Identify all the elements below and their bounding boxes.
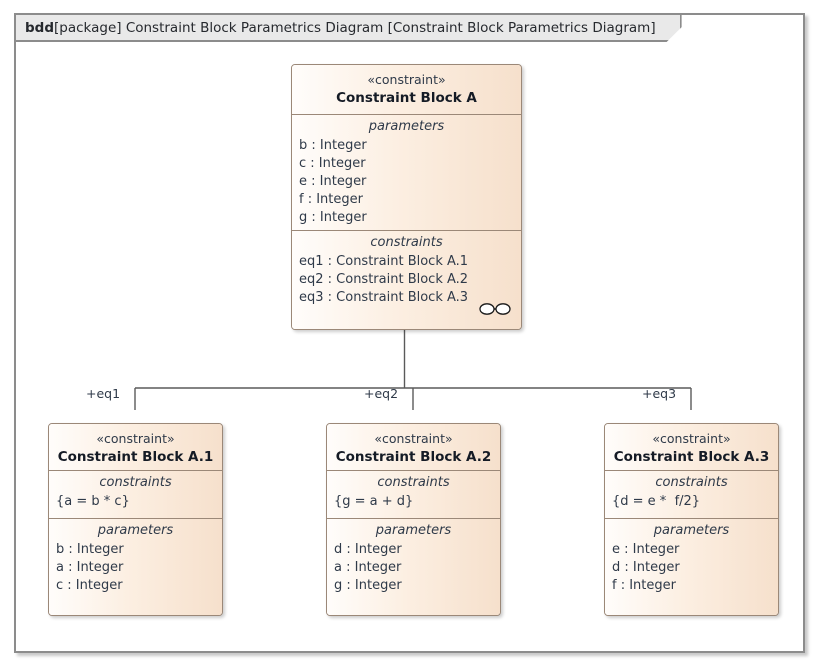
list-item: e : Integer [299, 174, 367, 190]
list-item: a : Integer [56, 560, 124, 576]
list-item: eq1 : Constraint Block A.1 [299, 254, 469, 270]
block-a1-header: «constraint» Constraint Block A.1 [49, 424, 222, 471]
list-item: f : Integer [612, 578, 676, 594]
block-a2-name: Constraint Block A.2 [335, 448, 492, 465]
parametric-binding-icon [479, 303, 511, 315]
block-a3-name: Constraint Block A.3 [613, 448, 770, 465]
frame-tab-scope: [package] Constraint Block Parametrics D… [54, 19, 384, 36]
list-item: c : Integer [299, 156, 366, 172]
list-item: c : Integer [56, 578, 123, 594]
list-item: eq2 : Constraint Block A.2 [299, 272, 469, 288]
block-a2-constraints-list: {g = a + d} [327, 493, 500, 516]
block-a2-constraints-compartment: constraints {g = a + d} [327, 471, 500, 519]
block-a-parameters-title: parameters [368, 119, 445, 134]
edge-label-eq3: +eq3 [642, 386, 677, 401]
block-a3-constraints-list: {d = e * f/2} [605, 493, 778, 516]
block-a2-constraints-title: constraints [377, 475, 450, 490]
block-a3-constraints-title: constraints [655, 475, 728, 490]
block-a2-stereotype: «constraint» [374, 431, 453, 446]
block-a2-parameters-list: d : Integer a : Integer g : Integer [327, 541, 500, 600]
block-a-name: Constraint Block A [336, 89, 477, 106]
block-a1-parameters-title: parameters [97, 523, 174, 538]
block-a3-parameters-title: parameters [653, 523, 730, 538]
block-a2-header: «constraint» Constraint Block A.2 [327, 424, 500, 471]
block-a1-parameters-compartment: parameters b : Integer a : Integer c : I… [49, 519, 222, 615]
block-a1-name: Constraint Block A.1 [57, 448, 214, 465]
block-a-parameters-list: b : Integer c : Integer e : Integer f : … [292, 137, 521, 232]
frame-tab-text: bdd[package] Constraint Block Parametric… [25, 20, 656, 36]
block-a3-header: «constraint» Constraint Block A.3 [605, 424, 778, 471]
list-item: {d = e * f/2} [612, 494, 701, 510]
block-a-stereotype: «constraint» [367, 72, 446, 87]
list-item: {a = b * c} [56, 494, 130, 510]
block-constraint-block-a2[interactable]: «constraint» Constraint Block A.2 constr… [326, 423, 501, 616]
edge-label-eq2: +eq2 [364, 386, 399, 401]
block-constraint-block-a1[interactable]: «constraint» Constraint Block A.1 constr… [48, 423, 223, 616]
block-a2-parameters-compartment: parameters d : Integer a : Integer g : I… [327, 519, 500, 615]
block-a-constraints-list: eq1 : Constraint Block A.1 eq2 : Constra… [292, 253, 521, 312]
block-a1-parameters-list: b : Integer a : Integer c : Integer [49, 541, 222, 600]
frame-tab-kind: bdd [25, 19, 54, 36]
block-a1-constraints-list: {a = b * c} [49, 493, 222, 516]
block-a3-stereotype: «constraint» [652, 431, 731, 446]
list-item: b : Integer [56, 542, 124, 558]
block-constraint-block-a3[interactable]: «constraint» Constraint Block A.3 constr… [604, 423, 779, 616]
block-a3-constraints-compartment: constraints {d = e * f/2} [605, 471, 778, 519]
list-item: {g = a + d} [334, 494, 414, 510]
list-item: d : Integer [612, 560, 680, 576]
block-a3-parameters-compartment: parameters e : Integer d : Integer f : I… [605, 519, 778, 615]
block-a1-stereotype: «constraint» [96, 431, 175, 446]
block-constraint-block-a[interactable]: «constraint» Constraint Block A paramete… [291, 64, 522, 330]
list-item: eq3 : Constraint Block A.3 [299, 290, 469, 306]
block-a2-parameters-title: parameters [375, 523, 452, 538]
diagram-frame-tab[interactable]: bdd[package] Constraint Block Parametric… [16, 15, 682, 42]
list-item: b : Integer [299, 138, 367, 154]
diagram-frame: bdd[package] Constraint Block Parametric… [14, 13, 805, 653]
block-a1-constraints-title: constraints [99, 475, 172, 490]
block-a-constraints-compartment: constraints eq1 : Constraint Block A.1 e… [292, 231, 521, 329]
block-a1-constraints-compartment: constraints {a = b * c} [49, 471, 222, 519]
block-a-constraints-title: constraints [370, 235, 443, 250]
edge-label-eq1: +eq1 [86, 386, 121, 401]
block-a-parameters-compartment: parameters b : Integer c : Integer e : I… [292, 115, 521, 231]
list-item: a : Integer [334, 560, 402, 576]
block-a-header: «constraint» Constraint Block A [292, 65, 521, 115]
list-item: e : Integer [612, 542, 680, 558]
list-item: g : Integer [299, 210, 367, 225]
list-item: f : Integer [299, 192, 363, 208]
block-a3-parameters-list: e : Integer d : Integer f : Integer [605, 541, 778, 600]
list-item: g : Integer [334, 578, 402, 594]
list-item: d : Integer [334, 542, 402, 558]
frame-tab-name: [Constraint Block Parametrics Diagram] [387, 19, 656, 36]
